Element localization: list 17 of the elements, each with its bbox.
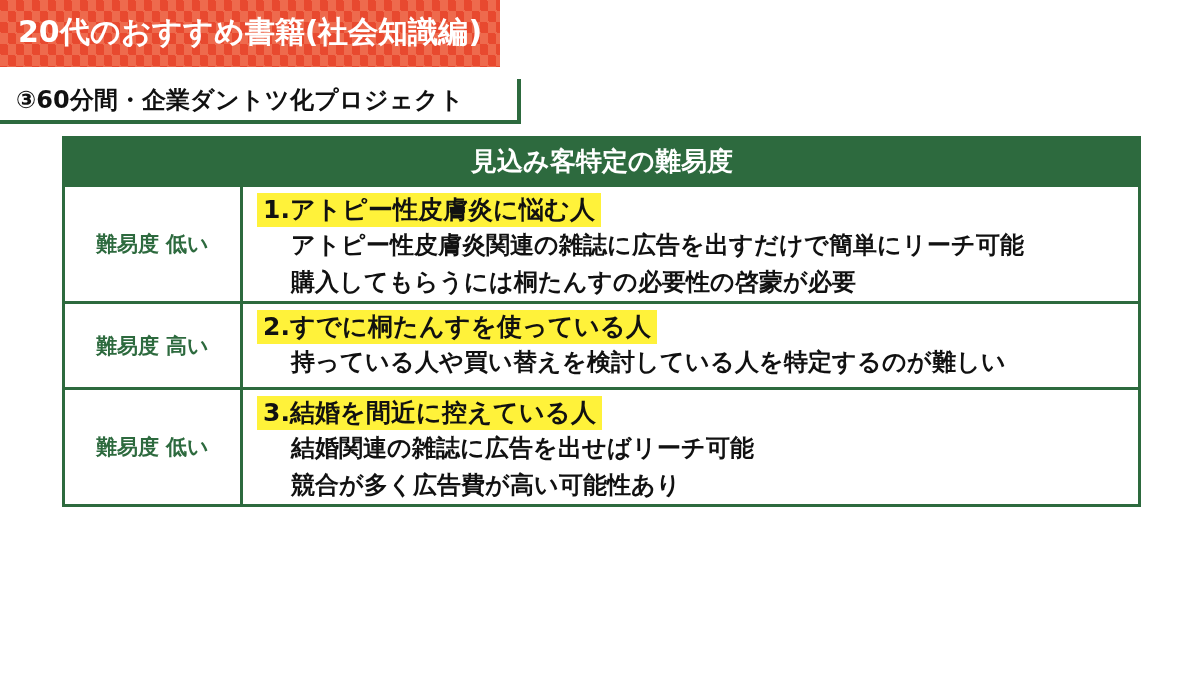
description-text: 購入してもらうには桐たんすの必要性の啓蒙が必要	[291, 267, 857, 298]
difficulty-cell	[65, 184, 243, 301]
difficulty-label: 難易度 高い	[95, 332, 210, 360]
description-text: 結婚関連の雑誌に広告を出せばリーチ可能	[291, 433, 755, 464]
description-text: 持っている人や買い替えを検討している人を特定するのが難しい	[291, 347, 1007, 378]
description-text: アトピー性皮膚炎関連の雑誌に広告を出すだけで簡単にリーチ可能	[291, 230, 1025, 261]
description-text: 競合が多く広告費が高い可能性あり	[291, 470, 682, 501]
slide-title: 20代のおすすめ書籍(社会知識編)	[18, 13, 483, 51]
difficulty-cell	[65, 387, 243, 504]
book-subtitle: ③60分間・企業ダントツ化プロジェクト	[16, 85, 464, 116]
difficulty-cell	[65, 301, 243, 387]
difficulty-label: 難易度 低い	[95, 231, 210, 258]
highlighted-heading: 3.結婚を間近に控えている人	[257, 396, 602, 430]
header-text: 見込み客特定の難易度	[470, 145, 733, 178]
highlighted-heading: 1.アトピー性皮膚炎に悩む人	[257, 193, 601, 227]
highlighted-heading: 2.すでに桐たんすを使っている人	[257, 310, 657, 344]
difficulty-label: 難易度 低い	[95, 434, 210, 461]
